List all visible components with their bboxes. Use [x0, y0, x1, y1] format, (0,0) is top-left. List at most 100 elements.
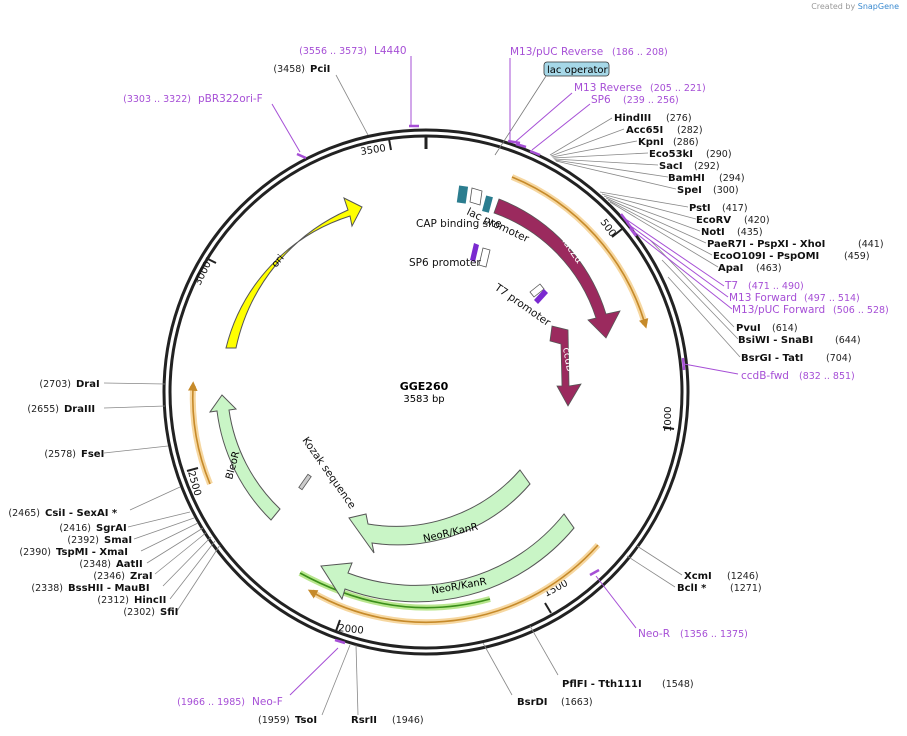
neo-arrow-outer[interactable]: [320, 513, 575, 603]
primer-M13-pUC-Reverse: M13/pUC Reverse: [510, 46, 603, 58]
enzyme-AatII: AatII: [116, 559, 143, 570]
enzyme-SpeI: SpeI: [677, 185, 702, 196]
enzyme-pos-SmaI: (2392): [67, 535, 99, 546]
enzyme-TspMI: TspMI - XmaI: [56, 547, 128, 558]
enzyme-ApaI: ApaI: [718, 263, 743, 274]
primer-range-M13-pUC-Forward: (506 .. 528): [833, 305, 889, 316]
enzyme-pos-PaeR7I: (441): [858, 239, 884, 250]
cap-binding-site-label: CAP binding site: [416, 218, 502, 230]
enzyme-Acc65I: Acc65I: [626, 125, 663, 136]
enzyme-HincII: HincII: [134, 595, 166, 606]
bleoR-arrow[interactable]: [208, 394, 281, 521]
enzyme-pos-ApaI: (463): [756, 263, 782, 274]
enzyme-pos-PflFI: (1548): [662, 679, 694, 690]
primer-L4440: L4440: [374, 45, 407, 57]
primer-range-M13-Reverse: (205 .. 221): [650, 83, 706, 94]
sp6-glyph[interactable]: [470, 243, 479, 262]
lac-promoter-glyph[interactable]: [469, 187, 483, 206]
enzyme-BsrDI: BsrDI: [517, 697, 548, 708]
enzyme-BamHI: BamHI: [668, 173, 705, 184]
green-arc: [299, 572, 491, 609]
enzyme-pos-TspMI: (2390): [19, 547, 51, 558]
primer-T7: T7: [724, 280, 738, 292]
lacZa-arrow[interactable]: [493, 198, 621, 339]
backbone-outer: [162, 128, 690, 656]
primer-leaders: [271, 56, 739, 696]
primer-range-L4440: (3556 .. 3573): [299, 46, 367, 57]
primer-range-M13-Forward: (497 .. 514): [804, 293, 860, 304]
primer-pBR322ori-F: pBR322ori-F: [198, 93, 263, 105]
neo-arrow-inner[interactable]: [348, 469, 531, 554]
cap-site-block[interactable]: [456, 185, 469, 204]
enzyme-PvuI: PvuI: [736, 323, 761, 334]
sp6-promoter-glyph[interactable]: [478, 247, 491, 268]
ruler-1000: 1000: [663, 407, 674, 432]
primer-range-M13-pUC-Reverse: (186 .. 208): [612, 47, 668, 58]
enzyme-EcoO109I: EcoO109I - PspOMI: [713, 251, 819, 262]
enzyme-pos-SpeI: (300): [713, 185, 739, 196]
enzyme-XcmI: XcmI: [684, 571, 712, 582]
ruler-ticks: [186, 138, 675, 632]
enzyme-leaders: [103, 74, 741, 716]
enzyme-RsrII: RsrII: [351, 715, 377, 726]
primer-range-pBR322ori-F: (3303 .. 3322): [123, 94, 191, 105]
enzyme-pos-AatII: (2348): [79, 559, 111, 570]
enzyme-KpnI: KpnI: [638, 137, 664, 148]
enzyme-HindIII: HindIII: [614, 113, 651, 124]
lac-operator-leader: [494, 75, 547, 156]
primer-range-T7: (471 .. 490): [748, 281, 804, 292]
enzyme-pos-PvuI: (614): [772, 323, 798, 334]
enzyme-pos-SfiI: (2302): [123, 607, 155, 618]
kozak-glyph[interactable]: [298, 473, 312, 491]
enzyme-pos-NotI: (435): [737, 227, 763, 238]
enzyme-pos-DraIII: (2655): [27, 404, 59, 415]
enzyme-BclI: BclI *: [677, 583, 707, 594]
enzyme-pos-BamHI: (294): [719, 173, 745, 184]
ruler-2000: 2000: [338, 623, 364, 637]
enzyme-pos-SgrAI: (2416): [59, 523, 91, 534]
lac-operator-box[interactable]: [543, 61, 610, 77]
enzyme-ZraI: ZraI: [130, 571, 153, 582]
enzyme-SmaI: SmaI: [104, 535, 132, 546]
enzyme-pos-EcoRV: (420): [744, 215, 770, 226]
primer-range-Neo-R: (1356 .. 1375): [680, 629, 748, 640]
enzyme-DraIII: DraIII: [64, 404, 95, 415]
primer-Neo-R: Neo-R: [638, 628, 670, 640]
enzyme-CsiI: CsiI - SexAI *: [45, 508, 118, 519]
ccdB-arrow[interactable]: [549, 325, 582, 407]
enzyme-BsiWI: BsiWI - SnaBI: [738, 335, 813, 346]
ruler-3500: 3500: [360, 143, 387, 158]
primer-SP6: SP6: [591, 94, 611, 106]
lac-operator-block[interactable]: [482, 195, 493, 213]
enzyme-pos-SacI: (292): [694, 161, 720, 172]
enzyme-PciI: PciI: [310, 64, 330, 75]
enzyme-PflFI: PflFI - Tth111I: [562, 679, 642, 690]
enzyme-pos-PstI: (417): [722, 203, 748, 214]
enzyme-Eco53kI: Eco53kI: [649, 149, 693, 160]
enzyme-BsrGI: BsrGI - TatI: [741, 353, 803, 364]
snapgene-credit: Created by SnapGene: [811, 2, 899, 11]
enzyme-pos-TsoI: (1959): [258, 715, 290, 726]
kozak-label: Kozak sequence: [300, 435, 358, 511]
ori-arrow[interactable]: [225, 197, 363, 349]
enzyme-pos-DraI: (2703): [39, 379, 71, 390]
enzyme-labels: (3458) PciI HindIII (276) Acc65I (282) K…: [8, 64, 883, 726]
t7-glyph[interactable]: [534, 289, 548, 304]
enzyme-SgrAI: SgrAI: [96, 523, 127, 534]
orange-arc-left: [187, 381, 211, 485]
primer-range-Neo-F: (1966 .. 1985): [177, 697, 245, 708]
enzyme-DraI: DraI: [76, 379, 100, 390]
enzyme-pos-HindIII: (276): [666, 113, 692, 124]
credit-prefix: Created by: [811, 2, 856, 11]
plasmid-length: 3583 bp: [403, 394, 444, 405]
primer-labels: (3556 .. 3573) L4440 (3303 .. 3322) pBR3…: [123, 45, 889, 708]
enzyme-pos-BsrGI: (704): [826, 353, 852, 364]
enzyme-pos-CsiI: (2465): [8, 508, 40, 519]
enzyme-pos-BclI: (1271): [730, 583, 762, 594]
enzyme-pos-FseI: (2578): [44, 449, 76, 460]
primer-M13-pUC-Forward: M13/pUC Forward: [732, 304, 825, 316]
enzyme-SacI: SacI: [659, 161, 683, 172]
ccdB-label: ccdB: [560, 347, 575, 373]
enzyme-pos-EcoO109I: (459): [844, 251, 870, 262]
